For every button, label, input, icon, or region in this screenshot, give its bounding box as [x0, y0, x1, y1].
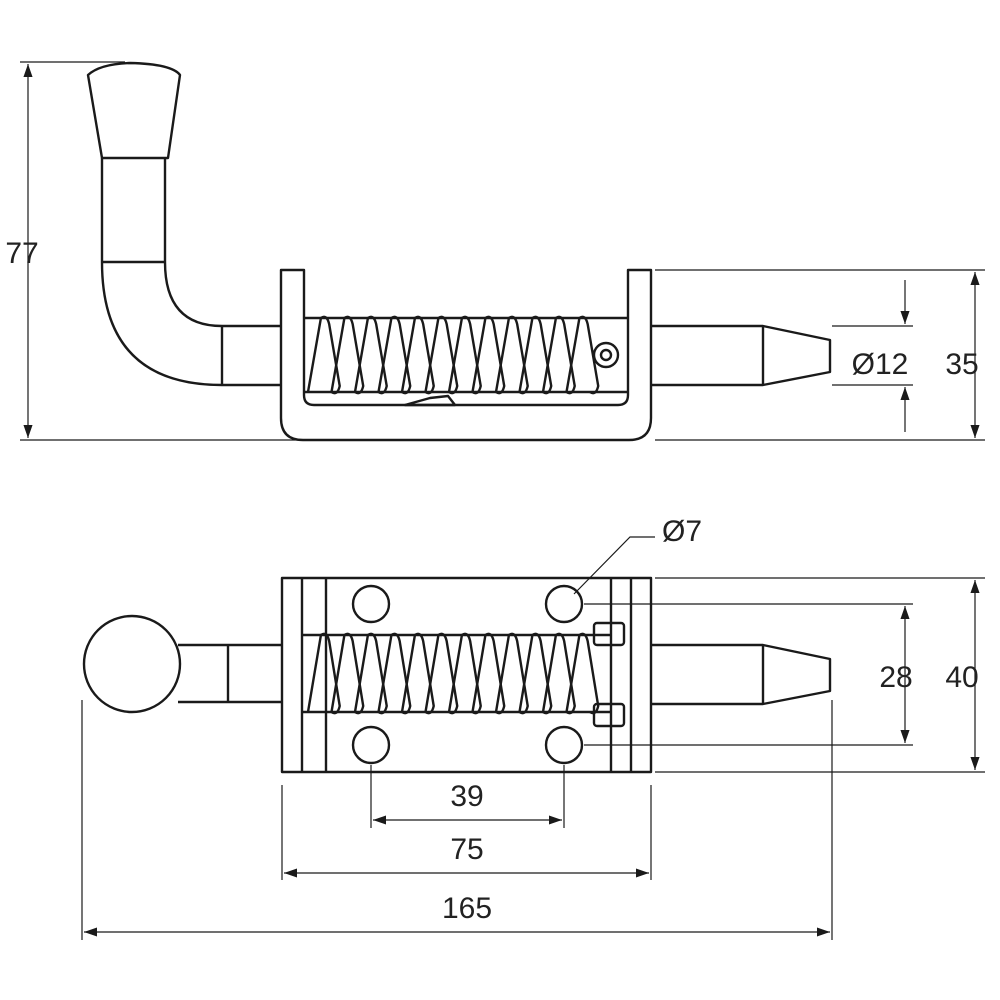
- bracket: [279, 268, 653, 442]
- spring-coil: [518, 632, 553, 715]
- handle-knob-top: [82, 614, 182, 714]
- spring-coil: [353, 632, 388, 715]
- mounting-hole: [351, 725, 391, 765]
- spring-coil: [494, 632, 529, 715]
- spring-coil: [306, 632, 341, 715]
- spring-coil: [377, 315, 412, 395]
- spring-coil: [471, 632, 506, 715]
- spring-coil: [541, 315, 576, 395]
- spring-coil: [306, 315, 341, 395]
- spring-coil: [377, 632, 412, 715]
- spring-coil: [424, 315, 459, 395]
- pin-top: [651, 643, 832, 706]
- spring-side: [306, 315, 600, 395]
- spring-coil: [518, 315, 553, 395]
- spring-coil: [400, 315, 435, 395]
- dim-label-hole-diameter: Ø7: [662, 515, 702, 548]
- spring-coil: [494, 315, 529, 395]
- dim-label-35: 35: [945, 348, 978, 381]
- cross-pin: [592, 341, 620, 369]
- base-plate: [280, 576, 653, 774]
- handle-shaft: [100, 158, 280, 387]
- spring-coil: [330, 315, 365, 395]
- spring-coil: [400, 632, 435, 715]
- dim-label-165: 165: [442, 892, 492, 925]
- dim-label-pin-diameter: Ø12: [852, 348, 909, 381]
- pin-side: [651, 324, 832, 387]
- spring-coil: [471, 315, 506, 395]
- spring-coil: [447, 315, 482, 395]
- spring-coil: [565, 315, 600, 395]
- dim-label-75: 75: [450, 833, 483, 866]
- dim-label-28: 28: [879, 661, 912, 694]
- spring-top: [306, 632, 600, 715]
- side-view: [86, 61, 832, 442]
- spring-coil: [424, 632, 459, 715]
- mounting-hole: [544, 725, 584, 765]
- dim-label-39: 39: [450, 780, 483, 813]
- spring-coil: [541, 632, 576, 715]
- mounting-hole: [351, 584, 391, 624]
- spring-coil: [330, 632, 365, 715]
- dim-label-40: 40: [945, 661, 978, 694]
- top-view: [82, 576, 832, 774]
- spring-coil: [447, 632, 482, 715]
- mounting-hole: [544, 584, 584, 624]
- handle-knob: [86, 61, 182, 160]
- dim-label-77: 77: [5, 237, 38, 270]
- spring-coil: [565, 632, 600, 715]
- spring-coil: [353, 315, 388, 395]
